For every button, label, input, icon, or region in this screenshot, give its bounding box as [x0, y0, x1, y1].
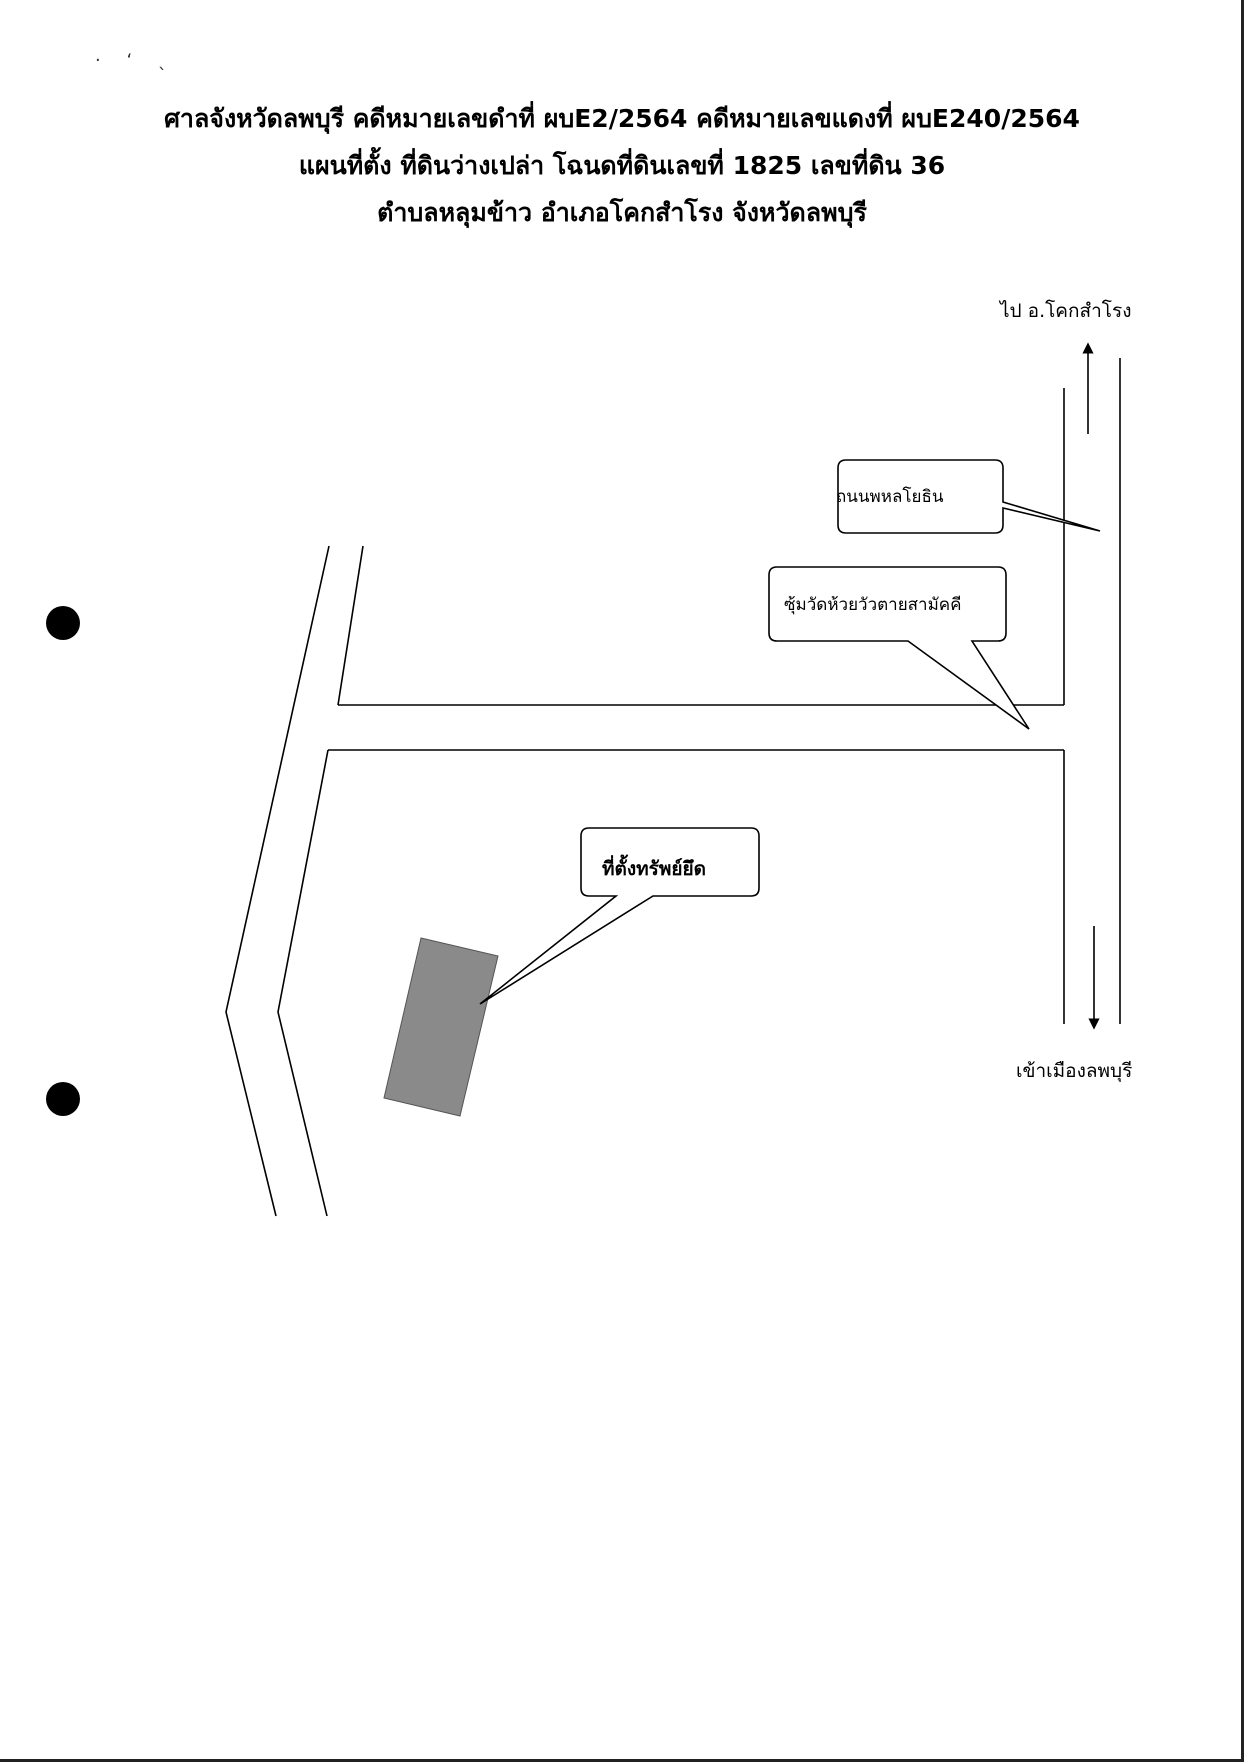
callout-site	[479, 827, 760, 1005]
header-court-case-line: ศาลจังหวัดลพบุรี คดีหมายเลขดำที่ ผบE2/25…	[164, 104, 1080, 133]
callout-site-bubble	[479, 827, 760, 1005]
callout-main-road-label: ถนนพหลโยธิน	[836, 487, 944, 507]
header-location-line: ตำบลหลุมข้าว อำเภอโคกสำโรง จังหวัดลพบุรี	[377, 198, 867, 227]
side-road-outer-edge	[225, 545, 330, 1217]
punch-hole-top	[46, 606, 80, 640]
side-road-inner-edge-south	[277, 749, 329, 1217]
header-map-title-line: แผนที่ตั้ง ที่ดินว่างเปล่า โฉนดที่ดินเลข…	[298, 151, 946, 180]
punch-hole-bottom	[46, 1082, 80, 1116]
page-edge-right	[1241, 0, 1244, 1762]
main-road-phahonyothin	[1063, 358, 1121, 1024]
callout-main-road	[837, 459, 1101, 534]
page-edge-bottom	[0, 1759, 1244, 1762]
document-header: ศาลจังหวัดลพบุรี คดีหมายเลขดำที่ ผบE2/25…	[0, 95, 1244, 236]
direction-label-south: เข้าเมืองลพบุรี	[1016, 1060, 1133, 1082]
direction-arrows	[1082, 342, 1100, 1030]
seized-property-parcel	[383, 937, 499, 1117]
callout-soi-label: ซุ้มวัดห้วยวัวตายสามัคคี	[784, 595, 962, 615]
callout-soi-bubble	[768, 566, 1030, 730]
scan-specks: · ʻ ˎ	[95, 50, 177, 71]
side-road-inner-edge-north	[337, 545, 364, 706]
callout-soi	[768, 566, 1030, 730]
callout-site-label: ที่ตั้งทรัพย์ยึด	[602, 858, 706, 880]
callout-main-road-bubble	[837, 459, 1101, 534]
direction-label-north: ไป อ.โคกสำโรง	[1000, 300, 1132, 322]
side-road	[225, 545, 364, 1217]
soi-road	[328, 704, 1064, 751]
